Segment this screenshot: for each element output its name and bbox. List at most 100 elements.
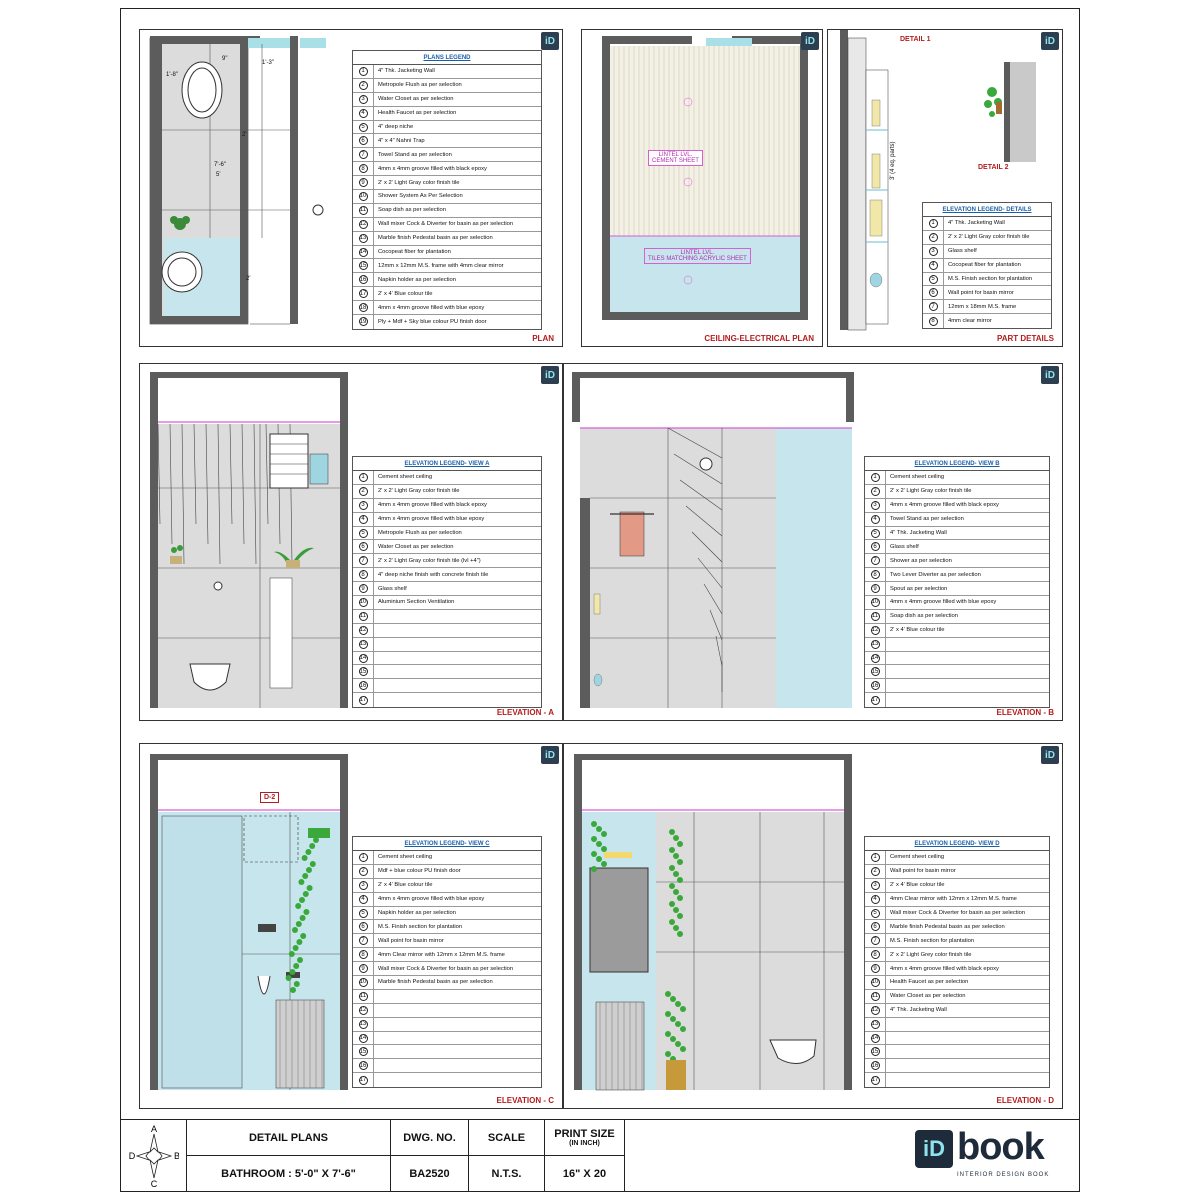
legend-number: 3 (865, 880, 885, 890)
legend-number: 8 (353, 164, 373, 174)
legend-number-badge: 6 (870, 542, 880, 552)
legend-number: 2 (353, 80, 373, 90)
elevation-b-legend-heading: ELEVATION LEGEND- VIEW B (865, 457, 1049, 471)
legend-number-badge: 14 (870, 1033, 880, 1043)
title-block: A C D B DETAIL PLANS BATHROOM : 5'-0" X … (121, 1119, 1079, 1192)
legend-number-badge: 11 (358, 991, 368, 1001)
dwg-no-cell: DWG. NO. BA2520 (391, 1120, 469, 1192)
legend-text (373, 679, 541, 693)
legend-text: 4" Thk. Jacketing Wall (885, 526, 1049, 540)
legend-number: 5 (353, 528, 373, 538)
legend-number-badge: 8 (358, 950, 368, 960)
legend-number-badge: 5 (358, 122, 368, 132)
legend-number-badge: 5 (870, 528, 880, 538)
legend-row: 12 (353, 623, 541, 638)
legend-text: Soap dish as per selection (885, 609, 1049, 623)
legend-text: 4" Thk. Jacketing Wall (943, 217, 1051, 230)
legend-number: 12 (353, 219, 373, 229)
legend-number: 3 (353, 880, 373, 890)
legend-number-badge: 15 (358, 1047, 368, 1057)
north-compass-icon: A C D B (129, 1124, 179, 1188)
elevation-a-drawing (150, 372, 348, 708)
legend-number-badge: 14 (358, 247, 368, 257)
legend-text (373, 1073, 541, 1088)
elevation-d-title: ELEVATION - D (996, 1096, 1054, 1105)
legend-number: 16 (865, 681, 885, 691)
id-logo: iD (801, 32, 819, 50)
print-size-cell: PRINT SIZE (IN INCH) 16" X 20 (545, 1120, 625, 1192)
elevation-d-legend-heading: ELEVATION LEGEND- VIEW D (865, 837, 1049, 851)
legend-text (373, 609, 541, 623)
legend-text: 4" Thk. Jacketing Wall (885, 1003, 1049, 1017)
legend-number: 2 (353, 866, 373, 876)
compass-s: C (151, 1179, 158, 1188)
part-details-legend-heading: ELEVATION LEGEND- DETAILS (923, 203, 1051, 217)
legend-row: 15 (865, 1045, 1049, 1060)
legend-number-badge: 4 (358, 894, 368, 904)
legend-text (373, 637, 541, 651)
plan-dim-4: 2' (242, 132, 246, 138)
plan-dim-6: 7'-6" (214, 162, 226, 168)
legend-text (373, 1045, 541, 1059)
legend-text: 4" x 4" Nahni Trap (373, 134, 541, 148)
legend-number-badge: 15 (358, 667, 368, 677)
legend-text: Wall mixer Cock & Diverter for basin as … (373, 962, 541, 976)
ceiling-drawing (602, 36, 808, 320)
legend-text: 4mm Clear mirror with 12mm x 12mm M.S. f… (885, 892, 1049, 906)
legend-number-badge: 17 (870, 1075, 880, 1085)
legend-number: 15 (353, 667, 373, 677)
legend-text: Soap dish as per selection (373, 203, 541, 217)
legend-number-badge: 10 (358, 977, 368, 987)
ceiling-label-2b: TILES MATCHING ACRYLIC SHEET (648, 256, 747, 262)
legend-number-badge: 1 (358, 472, 368, 482)
legend-number-badge: 6 (358, 922, 368, 932)
legend-row: 15 (865, 665, 1049, 680)
legend-number: 9 (353, 584, 373, 594)
ceiling-label-acrylic: LINTEL LVL. TILES MATCHING ACRYLIC SHEET (644, 248, 751, 264)
legend-number-badge: 8 (358, 164, 368, 174)
ceiling-panel: LINTEL LVL. CEMENT SHEET LINTEL LVL. TIL… (581, 29, 823, 347)
drawing-sheet: 1'-8" 9" 1'-3" 2' 5' 7'-6" 2' PLANS LEGE… (120, 8, 1080, 1192)
legend-number-badge: 3 (928, 246, 938, 256)
legend-number-badge: 16 (358, 275, 368, 285)
legend-number: 3 (353, 500, 373, 510)
elevation-a-legend-heading: ELEVATION LEGEND- VIEW A (353, 457, 541, 471)
legend-number: 13 (353, 639, 373, 649)
legend-number: 6 (923, 288, 943, 298)
legend-number-badge: 16 (358, 1061, 368, 1071)
legend-number: 16 (353, 681, 373, 691)
legend-number: 3 (865, 500, 885, 510)
scale-value: N.T.S. (491, 1168, 522, 1180)
print-size-value: 16" X 20 (562, 1168, 607, 1180)
elevation-b-drawing (572, 372, 854, 708)
drawing-title-cell: DETAIL PLANS BATHROOM : 5'-0" X 7'-6" (187, 1120, 391, 1192)
legend-text: Wall point for basin mirror (943, 286, 1051, 300)
legend-number: 2 (923, 232, 943, 242)
legend-number-badge: 4 (870, 894, 880, 904)
legend-text: Water Closet as per selection (373, 540, 541, 554)
legend-number-badge: 11 (358, 205, 368, 215)
legend-number-badge: 4 (870, 514, 880, 524)
legend-number-badge: 3 (870, 880, 880, 890)
legend-number: 10 (353, 597, 373, 607)
legend-text: M.S. Finish section for plantation (373, 920, 541, 934)
legend-text: Towel Stand as per selection (885, 512, 1049, 526)
